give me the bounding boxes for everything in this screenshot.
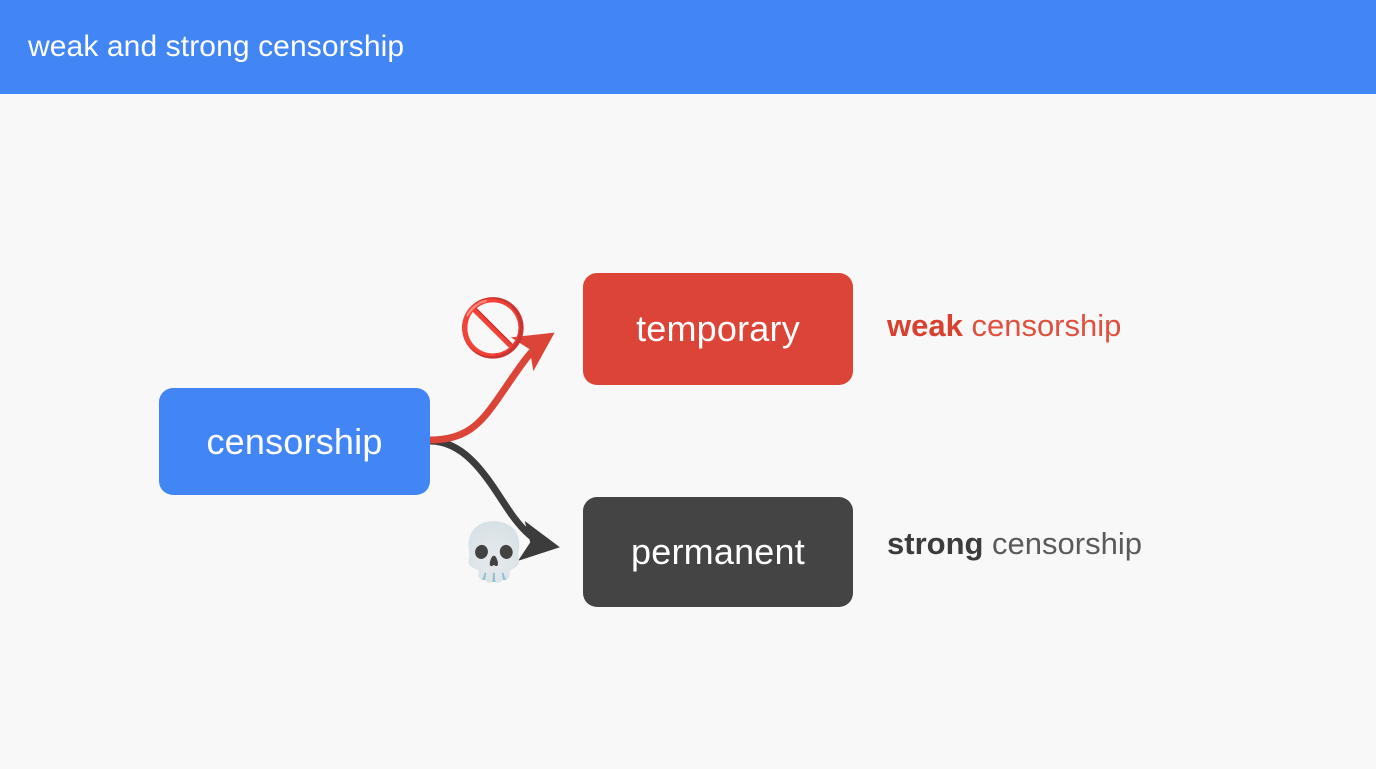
connector-layer: [426, 332, 560, 561]
strong-censorship-label: strong censorship: [887, 526, 1142, 562]
page-title: weak and strong censorship: [28, 30, 405, 63]
connector-censorship-to-permanent: [426, 437, 560, 561]
node-permanent-label: permanent: [631, 531, 805, 572]
node-temporary[interactable]: temporary: [583, 273, 853, 385]
strong-censorship-rest: censorship: [983, 526, 1142, 561]
weak-censorship-emphasis: weak: [887, 308, 963, 343]
node-permanent[interactable]: permanent: [583, 497, 853, 607]
prohibited-icon: 🚫: [458, 296, 528, 359]
weak-censorship-label: weak censorship: [887, 308, 1121, 344]
weak-censorship-rest: censorship: [962, 308, 1122, 343]
connector-censorship-to-temporary: [426, 332, 555, 444]
skull-icon: 💀: [459, 520, 529, 583]
node-censorship-label: censorship: [206, 420, 383, 462]
node-temporary-label: temporary: [636, 308, 800, 349]
node-censorship[interactable]: censorship: [159, 388, 430, 495]
diagram-canvas: censorship temporary permanent 🚫 💀 weak …: [0, 94, 1376, 769]
app-header-bar: weak and strong censorship: [0, 0, 1376, 94]
strong-censorship-emphasis: strong: [887, 526, 984, 561]
